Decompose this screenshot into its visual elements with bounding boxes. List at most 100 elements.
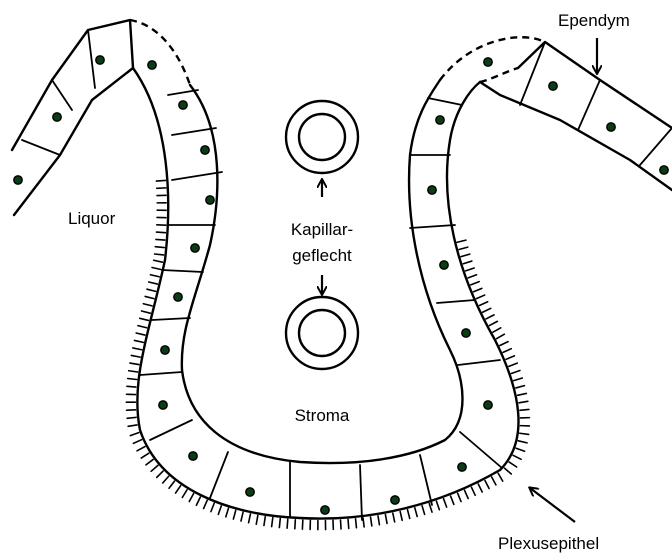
cilium — [459, 247, 468, 249]
label-stroma: Stroma — [295, 406, 350, 425]
cilium — [514, 378, 523, 381]
cilium — [127, 417, 136, 418]
arrow-to-plexusepithel — [530, 488, 575, 522]
cilium — [256, 515, 258, 524]
nucleus — [440, 261, 448, 269]
cilium — [492, 477, 496, 485]
cilium — [415, 508, 417, 517]
cilium — [287, 519, 288, 528]
cilium — [133, 348, 142, 350]
capillary-bottom — [286, 297, 358, 369]
cilium — [513, 455, 521, 459]
cilium — [131, 355, 140, 357]
cilium — [509, 363, 517, 366]
nucleus — [148, 61, 156, 69]
cilium — [474, 288, 482, 291]
cilium — [485, 481, 489, 489]
cilium — [142, 311, 151, 313]
cilium — [137, 447, 145, 451]
nucleus — [607, 123, 615, 131]
nucleus — [53, 113, 61, 121]
cilium — [520, 433, 529, 434]
label-kapillar-line2: geflecht — [292, 246, 352, 265]
cilium — [151, 465, 158, 471]
cilium — [163, 476, 169, 483]
nucleus — [428, 186, 436, 194]
cilium — [204, 500, 208, 508]
nucleus — [206, 196, 214, 204]
left-ependym-strip — [12, 20, 190, 215]
label-plexusepithel: Plexusepithel — [498, 534, 599, 553]
cilium — [478, 484, 482, 492]
cilium — [519, 401, 528, 402]
cilium — [134, 340, 143, 342]
cilium — [476, 295, 484, 299]
cilium — [466, 268, 475, 271]
cilium — [520, 409, 529, 410]
cilium — [152, 267, 161, 269]
cilium — [176, 486, 181, 493]
cilium — [465, 490, 469, 498]
cilium — [128, 378, 137, 379]
cilium — [393, 513, 395, 522]
nucleus — [191, 244, 199, 252]
cilium — [504, 468, 511, 474]
cilium — [249, 514, 251, 523]
cilium — [493, 328, 501, 332]
cilium — [264, 517, 265, 526]
nucleus — [179, 101, 187, 109]
cilium — [155, 247, 164, 248]
nucleus — [660, 166, 668, 174]
cilium — [483, 308, 491, 312]
cilium — [341, 520, 342, 529]
nucleus — [484, 58, 492, 66]
cilium — [150, 275, 159, 277]
cilium — [436, 501, 439, 510]
cilium — [272, 518, 273, 527]
cilium — [500, 342, 508, 346]
nucleus — [161, 346, 169, 354]
cilium — [471, 282, 479, 285]
cilium — [128, 425, 137, 426]
plexus-epithelium — [133, 37, 545, 520]
cilium — [156, 232, 165, 233]
nucleus — [246, 488, 254, 496]
cilium — [189, 494, 193, 502]
nucleus — [458, 463, 466, 471]
cilium — [486, 315, 494, 319]
capillary-top — [286, 101, 358, 173]
nucleus — [159, 401, 167, 409]
cilium — [130, 363, 139, 364]
cilium — [156, 239, 165, 240]
cilium — [516, 448, 524, 451]
cilium — [196, 497, 200, 505]
cilium — [400, 512, 402, 521]
cilium — [506, 356, 514, 359]
nucleus — [14, 176, 22, 184]
cilium — [509, 462, 517, 467]
right-ependym-strip — [480, 42, 672, 190]
cilium — [138, 326, 147, 328]
cilium — [143, 304, 152, 306]
cilium — [156, 180, 165, 181]
cilium — [130, 433, 138, 436]
nucleus — [484, 401, 492, 409]
cilium — [154, 260, 163, 262]
cilium — [129, 371, 138, 372]
cilium — [182, 490, 187, 498]
cilium — [463, 261, 472, 264]
cilium — [157, 471, 163, 477]
cilium — [518, 393, 527, 395]
nucleus — [549, 82, 557, 90]
cilium — [218, 506, 221, 515]
cilium — [461, 254, 470, 257]
cilium — [145, 296, 154, 298]
cilium — [136, 333, 145, 335]
cilium — [498, 473, 502, 481]
nucleus — [436, 116, 444, 124]
nucleus — [96, 56, 104, 64]
cilium — [458, 493, 461, 501]
cilium — [457, 240, 466, 242]
cilium — [371, 517, 372, 526]
